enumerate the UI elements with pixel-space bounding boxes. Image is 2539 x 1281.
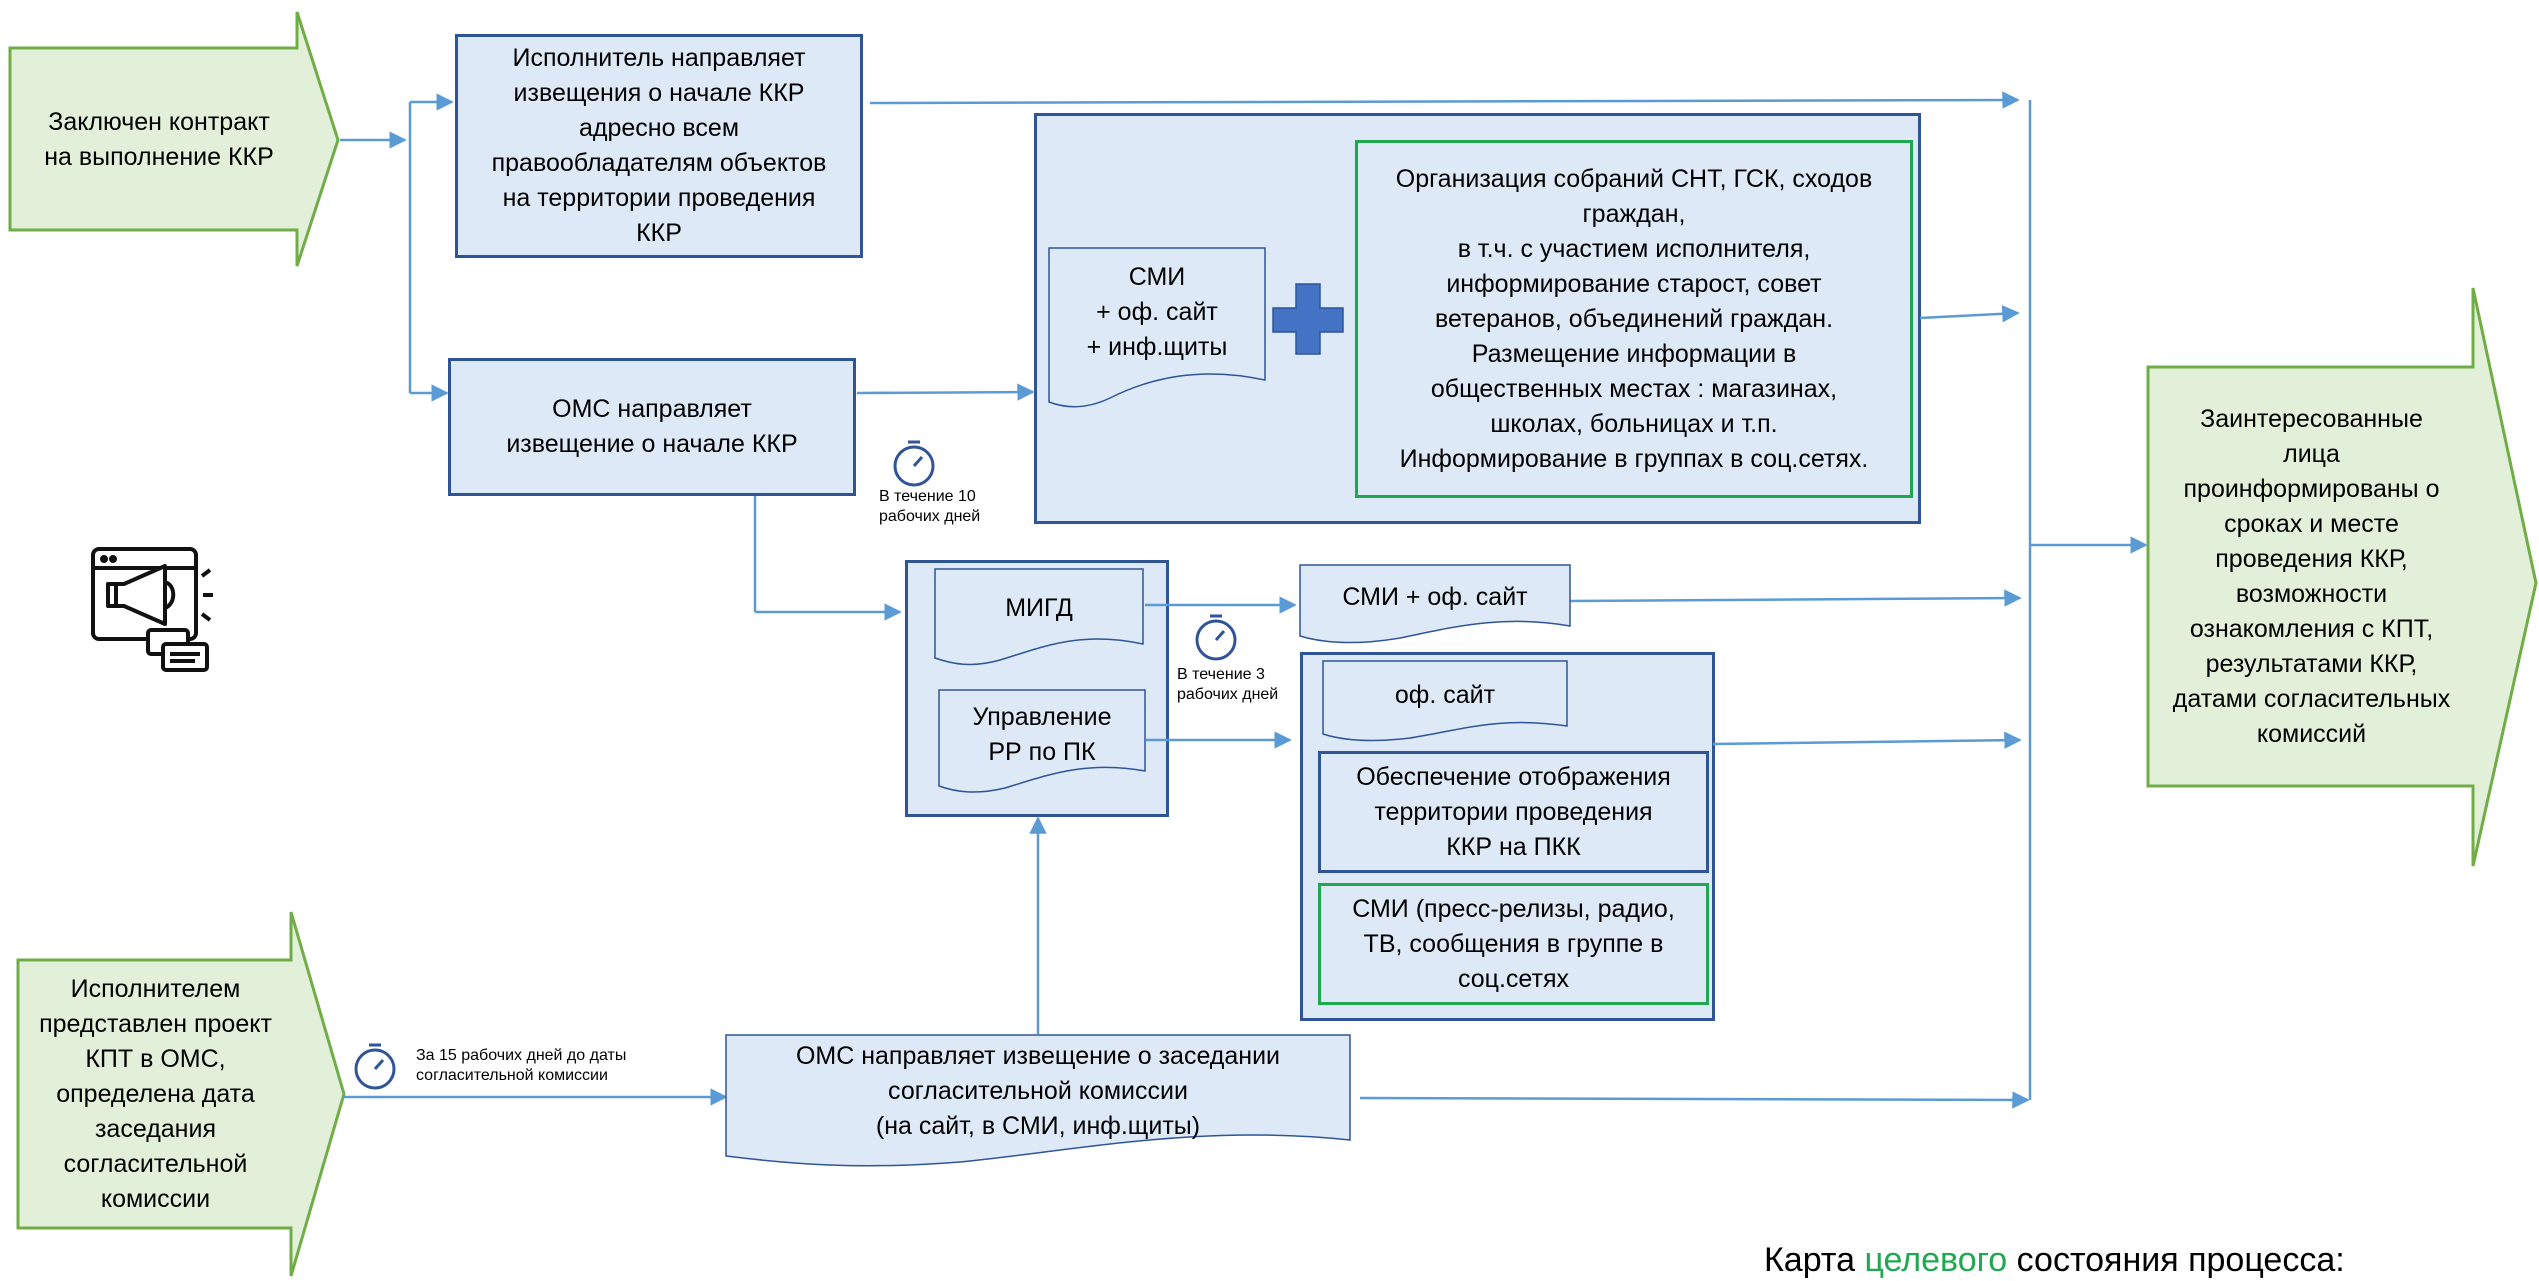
footer-prefix: Карта <box>1764 1241 1865 1279</box>
stopwatch-icon <box>1195 614 1237 661</box>
start-project-chevron <box>16 911 346 1277</box>
stopwatch-icon <box>893 440 935 487</box>
timer-3-label: В течение 3 рабочих дней <box>1177 666 1279 703</box>
pkk-box: Обеспечение отображения территории прове… <box>1318 751 1709 873</box>
migd-text: МИГД <box>1005 593 1073 622</box>
commission-document-shape <box>725 1034 1351 1167</box>
executor-notice-box: Исполнитель направляет извещения о начал… <box>455 34 863 258</box>
result-chevron <box>2146 287 2538 867</box>
smi-document-shape <box>1048 247 1266 408</box>
oms-notice-box: ОМС направляет извещение о начале ККР <box>448 358 856 496</box>
footer-highlight: целевого <box>1864 1241 2008 1279</box>
of-site-text: оф. сайт <box>1394 680 1496 709</box>
start-contract-chevron <box>8 11 340 267</box>
stopwatch-icon <box>354 1043 396 1090</box>
footer-suffix: состояния процесса: <box>2007 1241 2345 1279</box>
timer-10-label: В течение 10 рабочих дней <box>879 488 981 525</box>
oms-commission-text: ОМС направляет извещение о заседании сог… <box>795 1041 1281 1140</box>
upravlenie-document-shape <box>938 689 1146 793</box>
start-project-text: Исполнителем представлен проект КПТ в ОМ… <box>39 974 272 1213</box>
plus-icon <box>1272 283 1344 355</box>
start-contract-text: Заключен контракт на выполнение ККР <box>44 108 274 171</box>
footer-caption: Карта целевого состояния процесса: <box>1764 1240 2345 1280</box>
megaphone-browser-icon <box>91 547 213 672</box>
upravlenie-text: Управление РР по ПК <box>972 703 1112 766</box>
smi-site-text: СМИ + оф. сайт <box>1342 582 1528 611</box>
smi-doc-text: СМИ + оф. сайт + инф.щиты <box>1086 263 1228 361</box>
timer-15-label: За 15 рабочих дней до даты согласительно… <box>416 1047 627 1084</box>
meetings-box: Организация собраний СНТ, ГСК, сходов гр… <box>1355 140 1913 498</box>
of-site-document-shape <box>1322 660 1568 742</box>
result-text: Заинтересованные лица проинформированы о… <box>2172 404 2451 748</box>
migd-document-shape <box>934 568 1144 666</box>
smi-site-document-shape <box>1299 564 1571 644</box>
smi-press-box: СМИ (пресс-релизы, радио, ТВ, сообщения … <box>1318 883 1709 1005</box>
